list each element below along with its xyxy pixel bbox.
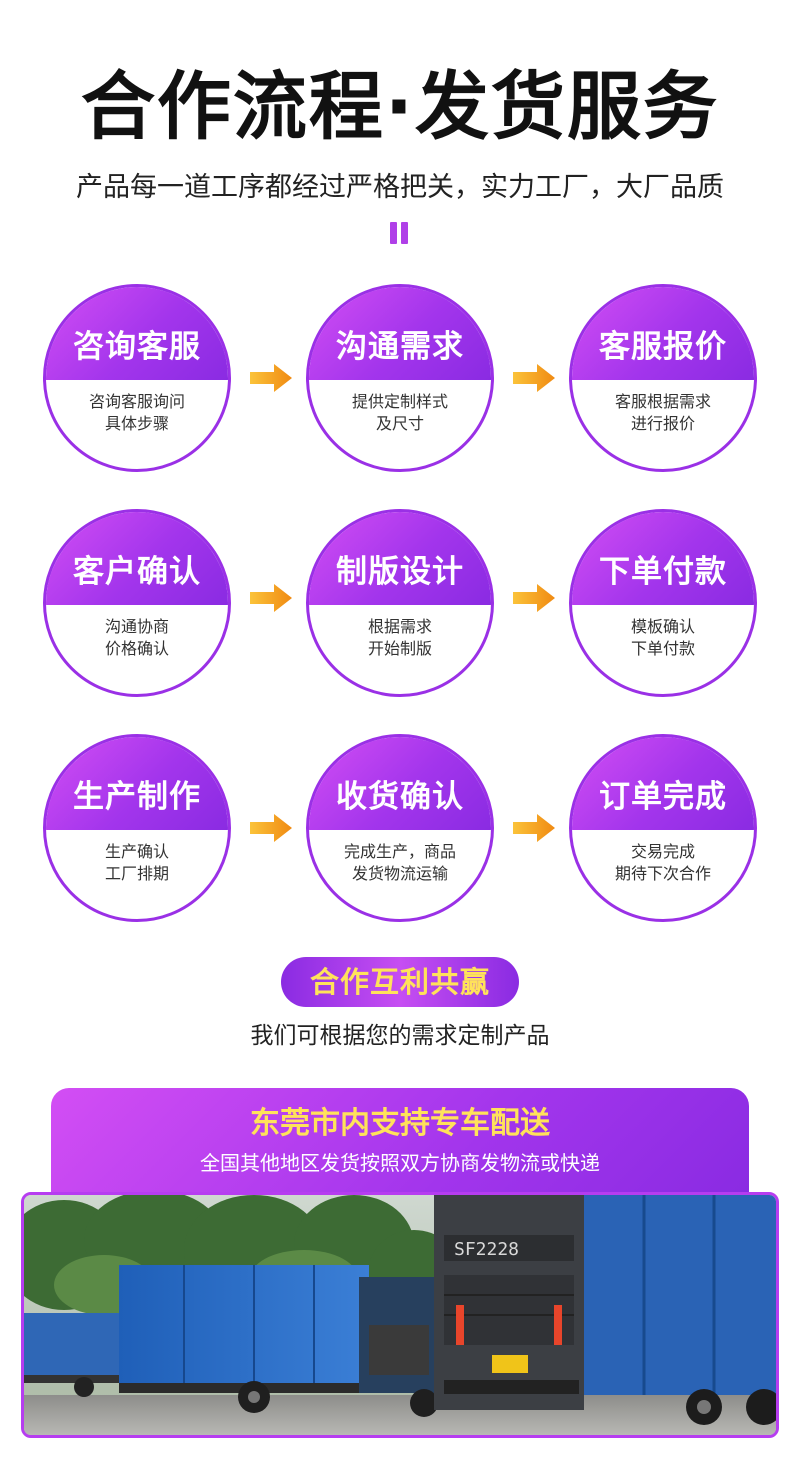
step-desc: 模板确认下单付款 <box>630 617 695 658</box>
step-cap <box>46 287 228 380</box>
arrow-right-icon <box>250 584 292 612</box>
step-title: 客服报价 <box>599 329 727 365</box>
delivery-title: 东莞市内支持专车配送 <box>250 1106 550 1141</box>
step-cap <box>309 737 491 830</box>
step-design: 制版设计 根据需求开始制版 <box>306 509 494 697</box>
step-title: 客户确认 <box>73 554 201 590</box>
step-cap <box>572 512 754 605</box>
step-desc: 交易完成期待下次合作 <box>614 842 711 883</box>
truck-photo: SF2228 <box>21 1192 779 1438</box>
delivery-subtitle: 全国其他地区发货按照双方协商发物流或快递 <box>200 1151 600 1175</box>
step-title: 沟通需求 <box>336 329 464 365</box>
step-title: 生产制作 <box>73 779 201 815</box>
pause-bars-icon <box>388 222 410 244</box>
step-cap <box>309 287 491 380</box>
arrow-right-icon <box>513 814 555 842</box>
step-cap <box>46 737 228 830</box>
step-desc: 完成生产，商品发货物流运输 <box>343 842 456 883</box>
step-receive: 收货确认 完成生产，商品发货物流运输 <box>306 734 494 922</box>
arrow-right-icon <box>513 364 555 392</box>
step-cap <box>309 512 491 605</box>
arrow-right-icon <box>250 364 292 392</box>
step-desc: 客服根据需求进行报价 <box>614 392 711 433</box>
step-title: 下单付款 <box>599 554 727 590</box>
step-consult: 咨询客服 咨询客服询问具体步骤 <box>43 284 231 472</box>
trucks-illustration: SF2228 <box>24 1195 776 1435</box>
step-order-pay: 下单付款 模板确认下单付款 <box>569 509 757 697</box>
step-confirm: 客户确认 沟通协商价格确认 <box>43 509 231 697</box>
step-desc: 生产确认工厂排期 <box>104 842 169 883</box>
step-production: 生产制作 生产确认工厂排期 <box>43 734 231 922</box>
page-title: 合作流程·发货服务 <box>80 64 720 150</box>
page-subtitle: 产品每一道工序都经过严格把关，实力工厂，大厂品质 <box>76 172 724 203</box>
step-title: 咨询客服 <box>73 329 201 365</box>
step-desc: 咨询客服询问具体步骤 <box>88 392 185 433</box>
step-title: 制版设计 <box>336 554 464 590</box>
win-win-badge: 合作互利共赢 <box>281 957 519 1007</box>
arrow-right-icon <box>513 584 555 612</box>
step-cap <box>572 737 754 830</box>
step-desc: 沟通协商价格确认 <box>104 617 169 658</box>
step-cap <box>46 512 228 605</box>
step-desc: 根据需求开始制版 <box>367 617 432 658</box>
step-desc: 提供定制样式及尺寸 <box>351 392 448 433</box>
delivery-banner <box>51 1088 749 1193</box>
truck-plate-text: SF2228 <box>454 1239 519 1260</box>
step-complete: 订单完成 交易完成期待下次合作 <box>569 734 757 922</box>
arrow-right-icon <box>250 814 292 842</box>
step-title: 订单完成 <box>599 779 727 815</box>
step-cap <box>572 287 754 380</box>
custom-caption: 我们可根据您的需求定制产品 <box>250 1023 550 1049</box>
step-quote: 客服报价 客服根据需求进行报价 <box>569 284 757 472</box>
step-title: 收货确认 <box>336 779 464 815</box>
step-communicate: 沟通需求 提供定制样式及尺寸 <box>306 284 494 472</box>
